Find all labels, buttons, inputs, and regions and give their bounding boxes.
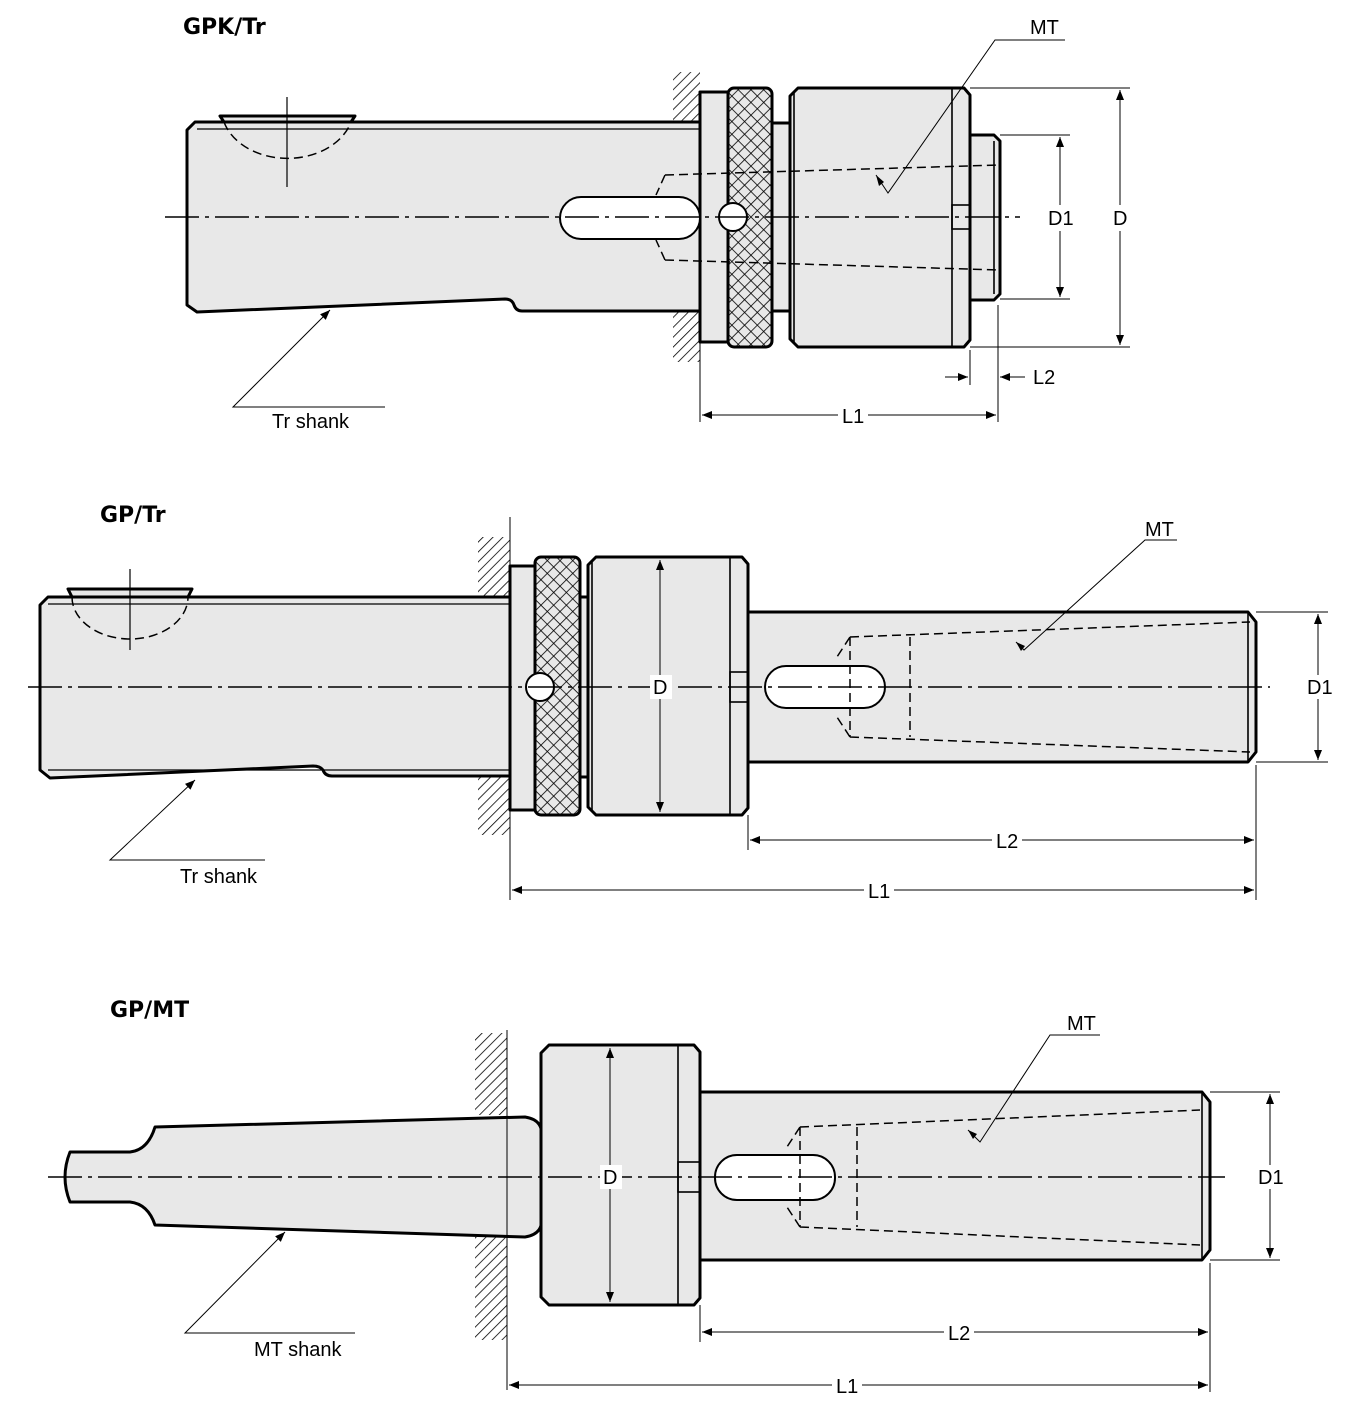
diagram-title: GPK/Tr bbox=[183, 15, 266, 40]
wall-hatch bbox=[478, 777, 510, 835]
shank-label: MT shank bbox=[254, 1339, 342, 1361]
dim-l1: L1 bbox=[842, 406, 864, 428]
dim-d: D bbox=[653, 677, 667, 699]
dim-d: D bbox=[1113, 208, 1127, 230]
diagram-gp-tr: GP/Tr D D1 L2 L1 bbox=[28, 503, 1335, 903]
taper-label: MT bbox=[1030, 17, 1059, 39]
dim-d1: D1 bbox=[1258, 1167, 1284, 1189]
wall-hatch bbox=[673, 311, 700, 362]
taper-label: MT bbox=[1145, 519, 1174, 541]
dim-d: D bbox=[603, 1167, 617, 1189]
dim-l2: L2 bbox=[996, 831, 1018, 853]
taper-label: MT bbox=[1067, 1013, 1096, 1035]
diagram-title: GP/Tr bbox=[100, 503, 166, 528]
wall-hatch bbox=[475, 1237, 507, 1340]
shank-label: Tr shank bbox=[272, 411, 350, 433]
dim-l1: L1 bbox=[868, 881, 890, 903]
wall-hatch bbox=[478, 537, 510, 597]
dim-l1: L1 bbox=[836, 1376, 858, 1398]
slot bbox=[559, 196, 701, 240]
diagram-gp-mt: GP/MT D D1 L2 L1 MT MT shank bbox=[48, 998, 1285, 1398]
shank-label: Tr shank bbox=[180, 866, 258, 888]
diagram-gpk-tr: GPK/Tr D1 D L2 L1 MT bbox=[165, 15, 1132, 433]
dim-d1: D1 bbox=[1048, 208, 1074, 230]
wall-hatch bbox=[475, 1033, 507, 1115]
dim-d1: D1 bbox=[1307, 677, 1333, 699]
dim-l2: L2 bbox=[1033, 367, 1055, 389]
diagram-title: GP/MT bbox=[110, 998, 189, 1023]
dim-l2: L2 bbox=[948, 1323, 970, 1345]
wall-hatch bbox=[673, 72, 700, 122]
